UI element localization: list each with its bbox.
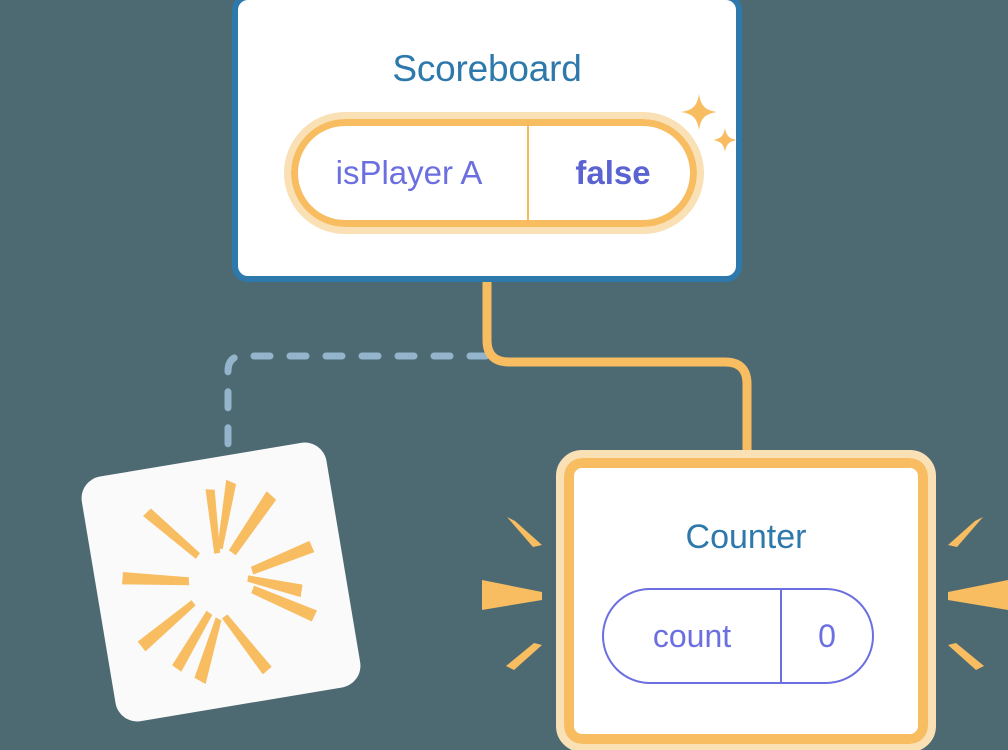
counter-state-value: 0 (818, 617, 836, 654)
counter-state-key: count (604, 590, 782, 682)
counter-title: Counter (685, 518, 807, 556)
scoreboard-title: Scoreboard (392, 48, 582, 89)
blank-card[interactable] (78, 439, 364, 725)
counter-card[interactable]: Counter count 0 (556, 450, 936, 750)
scoreboard-state-value: false (575, 154, 651, 191)
scoreboard-state-key: isPlayer A (291, 119, 529, 227)
scoreboard-state-pill[interactable]: isPlayer A false (284, 112, 704, 234)
connector-scoreboard-to-blank-card (224, 352, 490, 476)
scoreboard-card[interactable]: Scoreboard isPlayer A false (232, 0, 742, 282)
counter-state-pill[interactable]: count 0 (602, 588, 874, 684)
connector-scoreboard-to-counter (482, 280, 752, 470)
burst-rays-icon (122, 479, 318, 684)
